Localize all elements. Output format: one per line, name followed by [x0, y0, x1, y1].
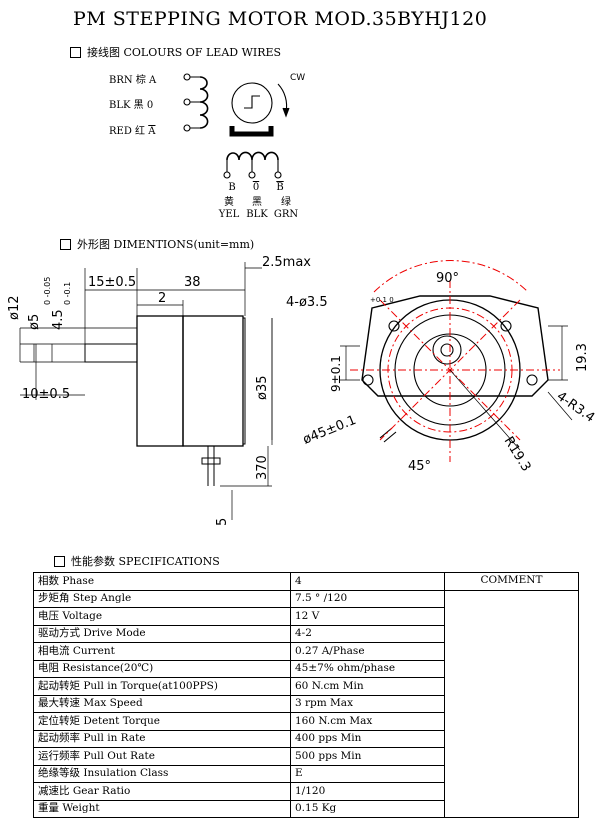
dim-4-5-tol: 0 -0.1 [63, 282, 72, 305]
dim-12: ø12 [7, 296, 22, 321]
spec-value: 4-2 [290, 624, 445, 643]
spec-value: 0.15 Kg [290, 799, 445, 818]
spec-value: 0.27 A/Phase [290, 642, 445, 661]
dim-r3-4: 4-R3.4 [554, 389, 598, 426]
page-title: PM STEPPING MOTOR MOD.35BYHJ120 [73, 8, 488, 30]
spec-value: 7.5 ° /120 [290, 589, 445, 608]
terminal-a-icon [183, 73, 191, 81]
spec-label: 起动转矩 Pull in Torque(at100PPS) [33, 677, 291, 696]
dimensions-heading-text: 外形图 DIMENTIONS(unit=mm) [77, 238, 255, 251]
terminal-0-icon [183, 98, 191, 106]
wire-label-blk: BLK 黑 0 [109, 100, 154, 111]
checkbox-icon [70, 46, 81, 58]
spec-label: 电压 Voltage [33, 607, 291, 626]
wiring-schematic [183, 73, 290, 179]
rotor-icon [231, 82, 273, 124]
bottom-wire-0: 0 [252, 182, 260, 193]
side-view [19, 262, 273, 520]
specifications-heading: 性能参数 SPECIFICATIONS [54, 553, 220, 569]
dim-370: 370 [255, 455, 270, 480]
dim-2-5max: 2.5max [262, 255, 311, 270]
dim-9: 9±0.1 [329, 355, 343, 392]
bottom-wire-b: B [228, 182, 236, 193]
spec-label: 运行频率 Pull Out Rate [33, 747, 291, 766]
dim-2: 2 [158, 291, 166, 306]
spec-label: 步矩角 Step Angle [33, 589, 291, 608]
dim-45: ø45±0.1 [301, 413, 359, 448]
dim-10: 10±0.5 [22, 387, 70, 402]
spec-label: 重量 Weight [33, 799, 291, 818]
spec-label: 驱动方式 Drive Mode [33, 624, 291, 643]
dim-5: ø5 [27, 314, 42, 330]
spec-label: 减速比 Gear Ratio [33, 782, 291, 801]
dim-4-5: 4.5 [51, 309, 66, 330]
dim-45deg: 45° [408, 459, 431, 474]
lead-wires-heading: 接线图 COLOURS OF LEAD WIRES [70, 44, 281, 60]
dim-35: ø35 [255, 376, 270, 401]
spec-label: 电阻 Resistance(20℃) [33, 659, 291, 678]
spec-value: E [290, 764, 445, 783]
table-row: 电阻 Resistance(20℃)45±7% ohm/phase [33, 659, 579, 678]
dim-holes: 4-ø3.5 [286, 295, 328, 310]
spec-value: 45±7% ohm/phase [290, 659, 445, 678]
specifications-heading-text: 性能参数 SPECIFICATIONS [71, 555, 220, 568]
cw-label: CW [290, 73, 305, 83]
spec-label: 相电流 Current [33, 642, 291, 661]
spec-value: 60 N.cm Min [290, 677, 445, 696]
spec-label: 相数 Phase [33, 572, 291, 591]
bottom-wire-bbar: B [276, 182, 284, 193]
spec-value: 4 [290, 572, 445, 591]
spec-label: 最大转速 Max Speed [33, 694, 291, 713]
dim-r19-3: R19.3 [501, 434, 534, 474]
spec-value: 1/120 [290, 782, 445, 801]
mount-hole-icon [362, 374, 374, 386]
dim-19-3: 19.3 [575, 343, 590, 372]
cw-arrow-icon [277, 83, 288, 113]
dimensions-heading: 外形图 DIMENTIONS(unit=mm) [60, 236, 254, 252]
mount-hole-icon [500, 320, 512, 332]
dim-90deg: 90° [436, 271, 459, 286]
lead-wires-heading-text: 接线图 COLOURS OF LEAD WIRES [87, 46, 282, 59]
dim-15: 15±0.5 [88, 275, 136, 290]
checkbox-icon [54, 555, 65, 567]
mount-hole-icon [526, 374, 538, 386]
motor-drawing: CW [7, 73, 598, 526]
wire-label-brn: BRN 棕 A [109, 75, 157, 86]
spec-label: 定位转矩 Detent Torque [33, 712, 291, 731]
comment-cell [444, 589, 579, 818]
spec-value: 400 pps Min [290, 729, 445, 748]
front-view [361, 295, 549, 443]
dim-38: 38 [184, 275, 201, 290]
comment-header: COMMENT [444, 572, 579, 591]
terminal-abar-icon [183, 124, 191, 132]
spec-value: 160 N.cm Max [290, 712, 445, 731]
wire-label-red: RED 红 A [109, 126, 156, 137]
spec-value: 12 V [290, 607, 445, 626]
spec-value: 500 pps Min [290, 747, 445, 766]
spec-value: 3 rpm Max [290, 694, 445, 713]
dim-holes-tol: +0.1 0 [370, 296, 394, 304]
spec-label: 绝缘等级 Insulation Class [33, 764, 291, 783]
spec-label: 起动频率 Pull in Rate [33, 729, 291, 748]
dim-5-tol: 0 -0.05 [43, 277, 52, 305]
dim-5b: 5 [215, 518, 230, 526]
checkbox-icon [60, 238, 71, 250]
mount-hole-icon [388, 320, 400, 332]
